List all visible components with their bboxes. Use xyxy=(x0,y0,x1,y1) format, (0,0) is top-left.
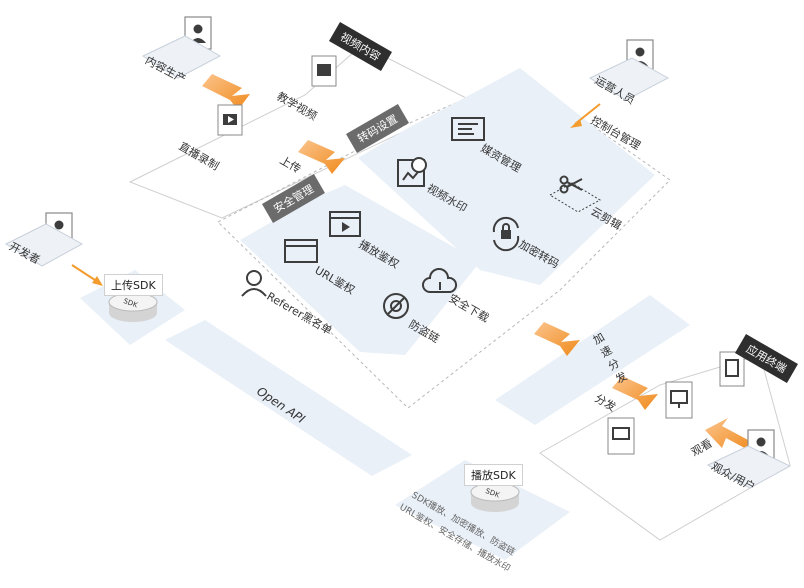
ops-plate xyxy=(588,57,670,101)
encrypt-icon xyxy=(492,216,520,252)
arrow-dev-head xyxy=(92,276,103,286)
upload-sdk-label: 上传SDK xyxy=(104,274,163,296)
live-record-icon xyxy=(217,104,243,136)
producer-plate xyxy=(141,35,222,79)
acceleration-band xyxy=(495,295,690,425)
dev-plate xyxy=(4,223,84,267)
arrow-dev-upload xyxy=(71,264,99,283)
open-api-band xyxy=(165,320,412,476)
url-auth-icon xyxy=(284,239,318,263)
cloud-download-icon xyxy=(422,268,458,293)
arrow-console-head xyxy=(570,119,582,128)
content-zone xyxy=(128,44,472,219)
arrow-accel xyxy=(534,322,580,356)
scissors-icon xyxy=(559,175,583,194)
arrow-producer-to-content xyxy=(202,74,250,110)
security-panel xyxy=(240,185,480,355)
play-auth-icon xyxy=(329,211,361,237)
media-asset-icon xyxy=(451,117,485,141)
arrow-upload xyxy=(298,140,345,174)
tablet-icon xyxy=(719,351,745,387)
teaching-video-icon xyxy=(311,55,337,87)
tv-icon xyxy=(607,417,635,455)
watermark-icon xyxy=(397,157,427,187)
arrow-distribute xyxy=(612,376,658,410)
cloud-edit-box xyxy=(548,182,602,213)
player-sdk-disc xyxy=(470,482,520,512)
viewer-plate xyxy=(706,445,792,489)
arrow-watch xyxy=(705,418,752,452)
player-sdk-label: 播放SDK xyxy=(464,464,523,486)
referer-user-icon xyxy=(241,270,267,297)
anti-leech-icon xyxy=(383,293,409,319)
monitor-icon xyxy=(665,381,693,419)
